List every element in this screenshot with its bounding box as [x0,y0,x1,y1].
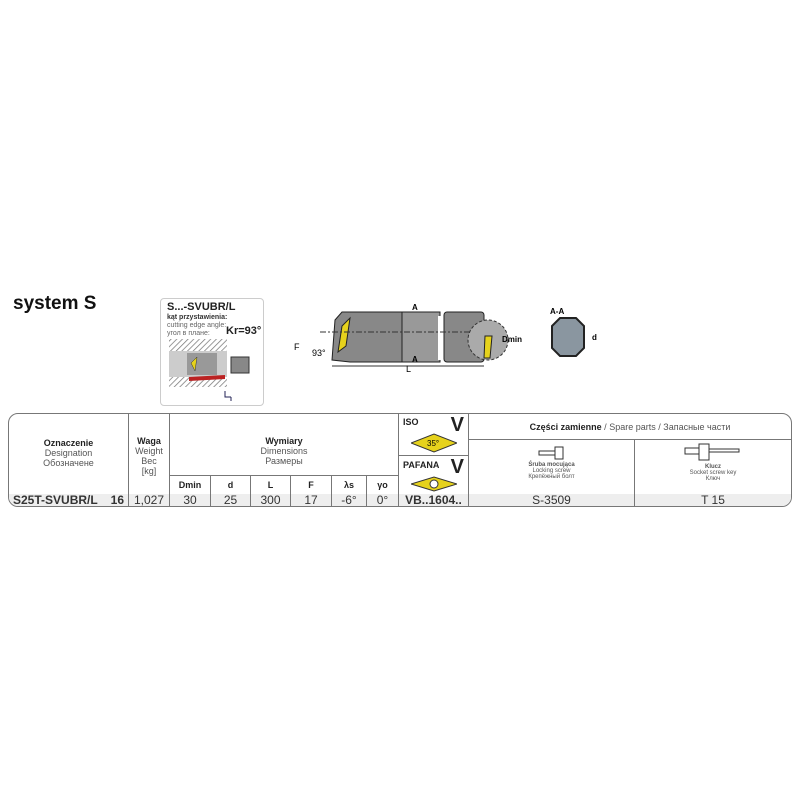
table-row: S25T-SVUBR/L 16 1,027 30 25 300 17 -6° 0°… [9,494,791,506]
dmin-label: Dmin [502,335,522,344]
col-F: F [290,476,331,494]
A-label-top: A [412,303,418,312]
col-lambda: λs [331,476,366,494]
angle-93-label: 93° [312,348,326,358]
tool-code: S...-SVUBR/L [167,301,236,313]
spare-parts-header: Części zamienne / Spare parts / Запасные… [468,414,791,440]
col-d: d [210,476,250,494]
lambda-value: -6° [331,494,366,506]
size-value: 16 [110,493,124,507]
gamma-value: 0° [366,494,398,506]
dmin-value: 30 [169,494,210,506]
angle-label-ru: угол в плане: [167,330,210,337]
kr-value: Kr=93° [226,325,262,337]
F-value: 17 [290,494,331,506]
A-label-bottom: A [412,355,418,364]
d-value: 25 [210,494,250,506]
tool-type-card: S...-SVUBR/L kąt przystawienia: cutting … [160,298,264,406]
screw-value: S-3509 [468,494,634,506]
key-icon [684,443,740,461]
col-dmin: Dmin [169,476,210,494]
weight-value: 1,027 [128,494,169,506]
L-value: 300 [250,494,290,506]
section-label: A-A [550,307,564,316]
insert-value: VB..1604.. [398,494,468,506]
L-label: L [406,364,411,374]
iso-cell: ISO V 35° [398,414,468,456]
page-title: system S [13,293,97,314]
F-label: F [294,342,300,352]
tool-drawing: F 93° L A A Dmin A-A d [294,303,597,374]
designation-value: S25T-SVUBR/L [13,493,98,507]
screw-icon [538,446,563,460]
angle-label-pl: kąt przystawienia: [167,314,228,321]
col-gamma: γo [366,476,398,494]
svg-text:35°: 35° [427,439,439,448]
d-label: d [592,333,597,342]
angle-label-en: cutting edge angle: [167,322,227,329]
boring-illustration [169,339,250,401]
pafana-cell: PAFANA V [398,456,468,494]
col-L: L [250,476,290,494]
key-value: T 15 [634,494,791,506]
